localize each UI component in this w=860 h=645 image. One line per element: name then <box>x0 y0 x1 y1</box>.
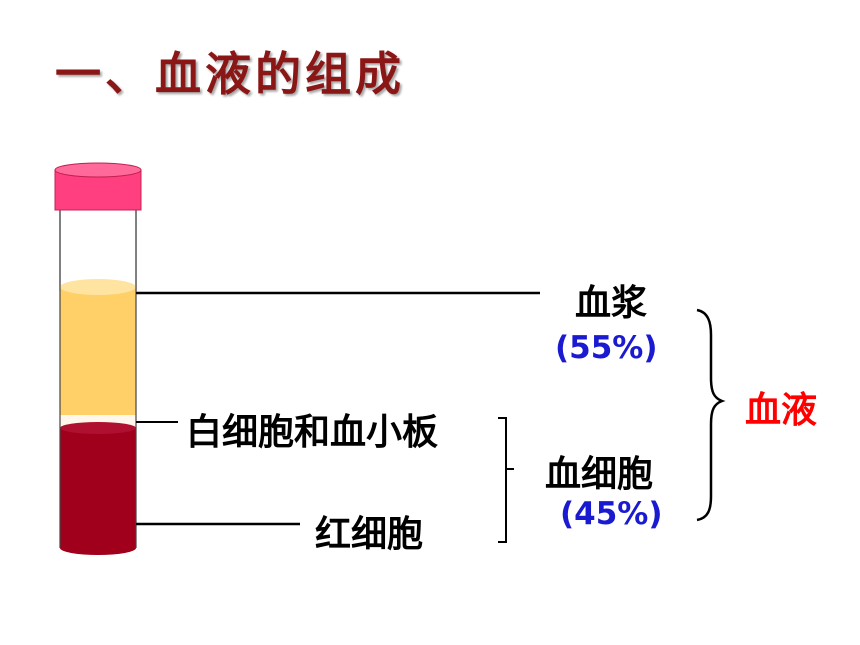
wbc-platelets-label: 白细胞和血小板 <box>186 412 439 453</box>
rbc-surface <box>60 422 136 434</box>
blood-label: 血液 <box>745 390 818 431</box>
tube-cap-top <box>54 162 142 178</box>
plasma-percent: (55%) <box>555 330 658 366</box>
plasma-label: 血浆 <box>575 283 648 324</box>
blood-cells-percent: (45%) <box>560 496 663 532</box>
blood-curly-brace <box>696 308 726 522</box>
rbc-label: 红细胞 <box>315 514 424 555</box>
tube-glass <box>59 194 137 291</box>
plasma-surface <box>60 279 136 295</box>
tube-bottom <box>60 541 136 555</box>
plasma-layer <box>60 287 136 417</box>
blood-cells-label: 血细胞 <box>545 454 654 495</box>
test-tube <box>54 162 142 555</box>
page-title: 一、血液的组成 <box>55 47 405 101</box>
blood-cells-bracket <box>498 417 514 543</box>
rbc-layer <box>60 428 136 548</box>
